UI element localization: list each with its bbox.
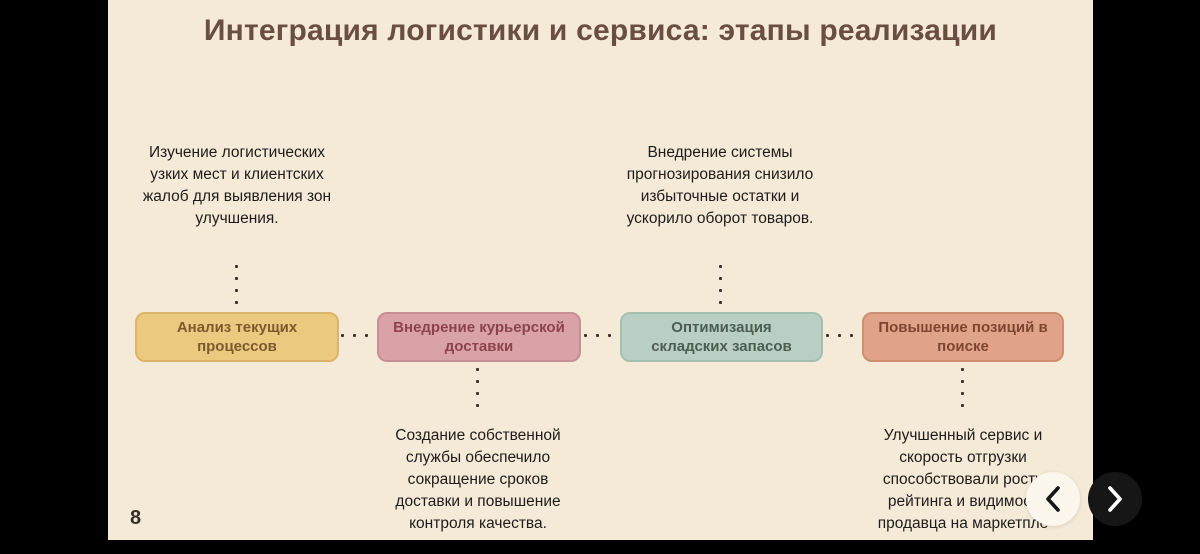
- next-slide-button[interactable]: [1088, 472, 1142, 526]
- dotted-connector-horizontal-2: [584, 334, 623, 337]
- slide-canvas: Интеграция логистики и сервиса: этапы ре…: [108, 0, 1093, 540]
- stage-search-ranking: Повышение позиций в поиске: [862, 312, 1064, 362]
- slide-title: Интеграция логистики и сервиса: этапы ре…: [203, 14, 998, 47]
- note-courier-service: Создание собственной службы обеспечило с…: [395, 427, 561, 532]
- chevron-right-icon: [1104, 484, 1126, 514]
- page-number: 8: [130, 507, 142, 529]
- stage-courier-delivery: Внедрение курьерской доставки: [377, 312, 581, 362]
- dotted-connector-vertical-ranking: [961, 368, 964, 407]
- dotted-connector-vertical-courier: [476, 368, 479, 407]
- note-analysis: Изучение логистических узких мест и клие…: [142, 144, 332, 227]
- dotted-connector-horizontal-1: [341, 334, 380, 337]
- stage-analysis: Анализ текущих процессов: [135, 312, 339, 362]
- chevron-left-icon: [1042, 484, 1064, 514]
- letterbox-bottom: [108, 540, 1093, 554]
- note-forecasting: Внедрение системы прогнозирования снизил…: [626, 144, 814, 227]
- letterbox-left: [0, 0, 108, 554]
- prev-slide-button[interactable]: [1026, 472, 1080, 526]
- dotted-connector-vertical-analysis: [235, 265, 238, 304]
- letterbox-right: [1093, 0, 1200, 554]
- stage-warehouse-optimization: Оптимизация складских запасов: [620, 312, 823, 362]
- dotted-connector-vertical-optimization: [719, 265, 722, 304]
- dotted-connector-horizontal-3: [826, 334, 865, 337]
